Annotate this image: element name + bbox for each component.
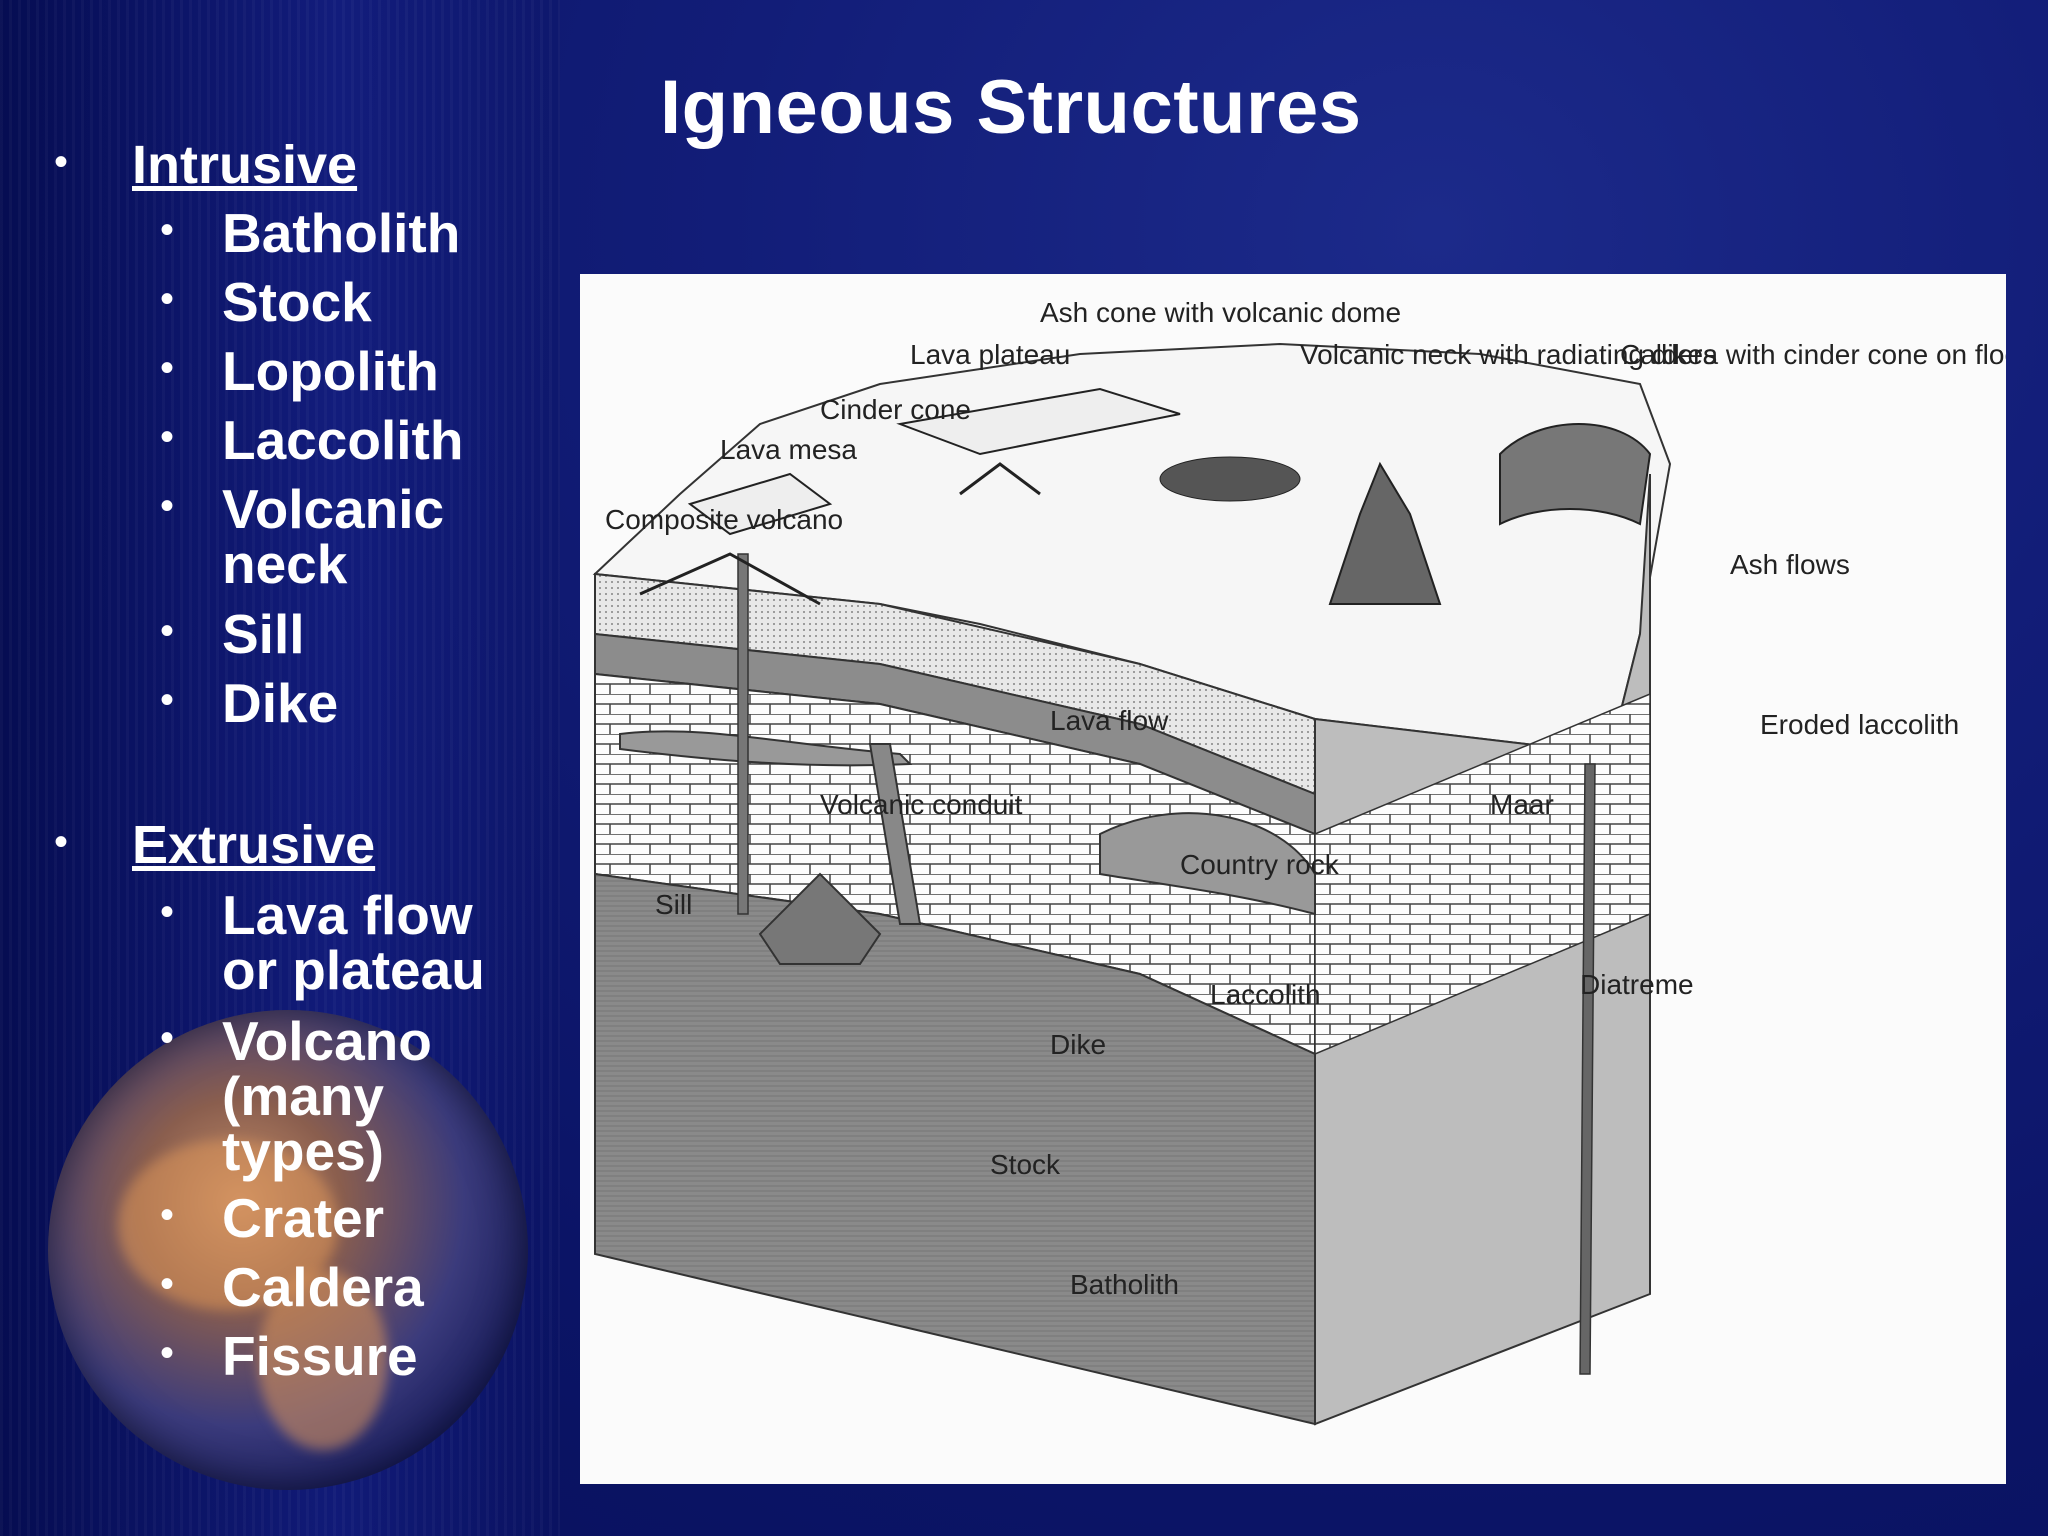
volcanic-neck-shape xyxy=(1328,461,1442,605)
bullet-dot: • xyxy=(160,1193,175,1237)
earth-globe-image xyxy=(48,1010,528,1490)
list-item: Lava flow or plateau xyxy=(222,884,485,1001)
cinder-cone-shape xyxy=(959,462,1041,496)
label-ash-cone: Ash cone with volcanic dome xyxy=(1040,297,1401,328)
bullet-dot: • xyxy=(160,484,175,528)
dike-shape xyxy=(868,743,922,925)
bullet-dot: • xyxy=(160,609,175,653)
list-item: Laccolith xyxy=(222,409,464,471)
list-item: Volcano (many types) xyxy=(222,1010,432,1182)
list-item: Crater xyxy=(222,1187,385,1249)
label-diatreme: Diatreme xyxy=(1580,969,1694,1000)
bullet-dot: • xyxy=(160,1262,175,1306)
diatreme-shape xyxy=(1579,763,1596,1375)
slide-title: Igneous Structures xyxy=(660,65,1362,150)
bullet-dot: • xyxy=(160,415,175,459)
list-item: Lopolith xyxy=(222,340,439,402)
label-country-rock: Country rock xyxy=(1180,849,1340,880)
label-cinder-cone: Cinder cone xyxy=(820,394,971,425)
label-batholith: Batholith xyxy=(1070,1269,1179,1300)
bullet-dot: • xyxy=(54,820,69,864)
laccolith-shape xyxy=(1099,812,1316,916)
bullet-dot: • xyxy=(160,890,175,934)
list-item: Stock xyxy=(222,271,372,333)
caldera-shape xyxy=(1499,423,1652,526)
bullet-dot: • xyxy=(160,1331,175,1375)
lava-plateau-shape xyxy=(896,387,1181,456)
heading-intrusive: Intrusive xyxy=(132,135,358,195)
composite-volcano-shape xyxy=(639,552,821,606)
label-ash-flows: Ash flows xyxy=(1730,549,1850,580)
label-lava-flow: Lava flow xyxy=(1050,705,1169,736)
igneous-structures-diagram: Ash cone with volcanic dome Lava plateau… xyxy=(580,274,2029,1484)
label-lava-mesa: Lava mesa xyxy=(720,434,857,465)
label-maar: Maar xyxy=(1490,789,1554,820)
lava-mesa-shape xyxy=(687,472,833,536)
list-item: Volcanic neck xyxy=(222,478,445,595)
volcanic-conduit xyxy=(737,553,749,915)
diagram-labels: Ash cone with volcanic dome Lava plateau… xyxy=(605,297,2029,1300)
label-composite-volcano: Composite volcano xyxy=(605,504,843,535)
bullet-dot: • xyxy=(54,140,69,184)
right-face-brick xyxy=(1314,692,1651,1056)
sill-shape xyxy=(619,730,913,767)
bullet-dot: • xyxy=(160,208,175,252)
bullet-dot: • xyxy=(160,1016,175,1060)
bullet-dot: • xyxy=(160,678,175,722)
list-item: Batholith xyxy=(222,202,461,264)
label-caldera: Caldera with cinder cone on floor xyxy=(1620,339,2006,370)
bullet-dot: • xyxy=(160,277,175,321)
label-laccolith: Laccolith xyxy=(1210,979,1321,1010)
label-dike: Dike xyxy=(1050,1029,1106,1060)
list-item: Dike xyxy=(222,672,339,734)
label-volcanic-conduit: Volcanic conduit xyxy=(820,789,1023,820)
label-eroded-laccolith: Eroded laccolith xyxy=(1760,709,1959,740)
label-sill: Sill xyxy=(655,889,692,920)
land-surface xyxy=(592,342,1672,756)
label-lava-plateau: Lava plateau xyxy=(910,339,1070,370)
stock-shape xyxy=(758,872,882,965)
list-item: Sill xyxy=(222,603,305,665)
ash-cone-shape xyxy=(1159,456,1301,502)
label-volcanic-neck: Volcanic neck with radiating dikes xyxy=(1300,339,1717,370)
heading-extrusive: Extrusive xyxy=(132,815,376,875)
bullet-dot: • xyxy=(160,346,175,390)
list-item: Caldera xyxy=(222,1256,424,1318)
list-item: Fissure xyxy=(222,1325,418,1387)
label-stock: Stock xyxy=(990,1149,1061,1180)
